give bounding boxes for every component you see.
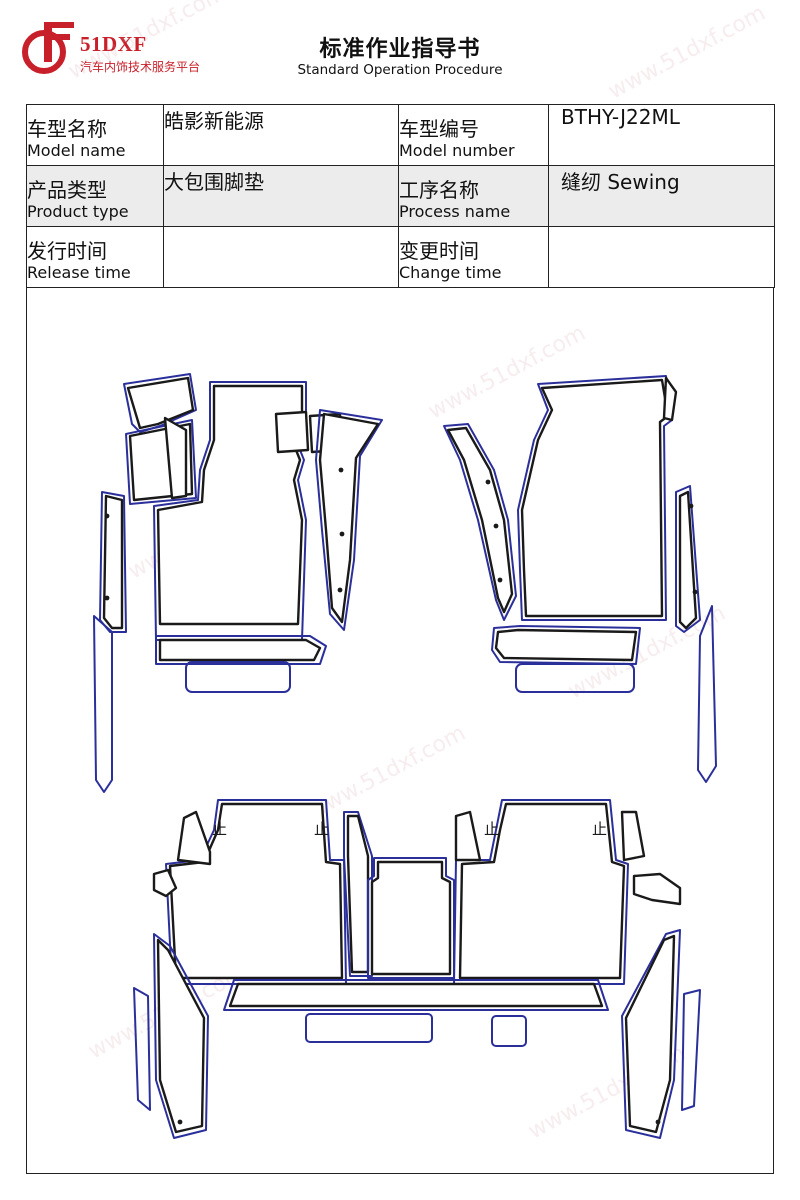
pattern-piece (158, 638, 322, 662)
pattern-piece (102, 494, 124, 630)
document-title-en: Standard Operation Procedure (297, 62, 503, 78)
pattern-piece (152, 868, 178, 898)
punch-hole (655, 1119, 661, 1125)
company-logo: 51DXF 汽车内饰技术服务平台 (22, 18, 222, 78)
brand-name: 51DXF (80, 32, 147, 56)
punch-hole (104, 513, 110, 519)
pattern-piece (176, 810, 212, 866)
punch-hole (497, 577, 503, 583)
pattern-piece (156, 938, 206, 1134)
brand-tagline: 汽车内饰技术服务平台 (80, 60, 201, 74)
stop-mark: 止 (484, 820, 499, 838)
pattern-piece (318, 412, 380, 624)
punch-hole (104, 595, 110, 601)
pattern-piece (153, 933, 209, 1139)
pattern-piece (228, 982, 604, 1008)
pattern-piece (93, 615, 113, 793)
punch-hole (339, 531, 345, 537)
pattern-piece (99, 491, 127, 633)
pattern-piece (346, 814, 370, 974)
pattern-piece (621, 929, 681, 1139)
punch-hole (338, 467, 344, 473)
stop-mark: 止 (212, 820, 227, 838)
process-name-value: 缝纫 Sewing (548, 165, 775, 227)
pattern-piece (632, 872, 682, 906)
pattern-piece (620, 810, 646, 862)
pattern-piece (491, 625, 641, 665)
pattern-piece (662, 376, 678, 422)
punch-hole (692, 589, 698, 595)
pattern-piece (520, 378, 670, 618)
pattern-piece (133, 987, 151, 1111)
pattern-piece (494, 628, 638, 662)
pattern-piece (223, 979, 609, 1011)
change-time-value (548, 226, 775, 288)
pattern-piece (678, 490, 698, 630)
pattern-piece (126, 376, 195, 430)
pattern-piece (454, 810, 482, 862)
pattern-piece (168, 802, 344, 980)
punch-hole (688, 503, 694, 509)
pattern-piece (443, 423, 517, 621)
pattern-piece (697, 605, 717, 783)
logo-mark-icon (22, 22, 74, 74)
pattern-piece (624, 934, 676, 1134)
front-right-group (443, 375, 717, 783)
pattern-piece (458, 802, 626, 980)
pattern-piece (155, 635, 327, 665)
pattern-drawing-area (26, 288, 774, 1174)
stop-mark: 止 (314, 820, 329, 838)
pattern-piece (370, 860, 452, 976)
pattern-piece (185, 661, 291, 693)
pattern-piece (491, 1015, 527, 1047)
pattern-piece (343, 811, 373, 977)
pattern-piece (675, 485, 701, 633)
punch-hole (485, 479, 491, 485)
release-time-value (163, 226, 399, 288)
document-title: 标准作业指导书 (319, 37, 481, 62)
pattern-piece (515, 663, 635, 693)
rear-group: 止 止 止 止 (133, 799, 701, 1139)
punch-hole (177, 1119, 183, 1125)
pattern-piece (681, 989, 701, 1111)
pattern-piece (163, 416, 188, 500)
pattern-piece (274, 410, 310, 454)
pattern-piece (305, 1013, 433, 1043)
pattern-piece (315, 409, 383, 631)
front-left-group (93, 373, 383, 793)
pattern-piece (446, 426, 514, 614)
punch-hole (337, 587, 343, 593)
stop-mark: 止 (592, 820, 607, 838)
punch-hole (493, 523, 499, 529)
